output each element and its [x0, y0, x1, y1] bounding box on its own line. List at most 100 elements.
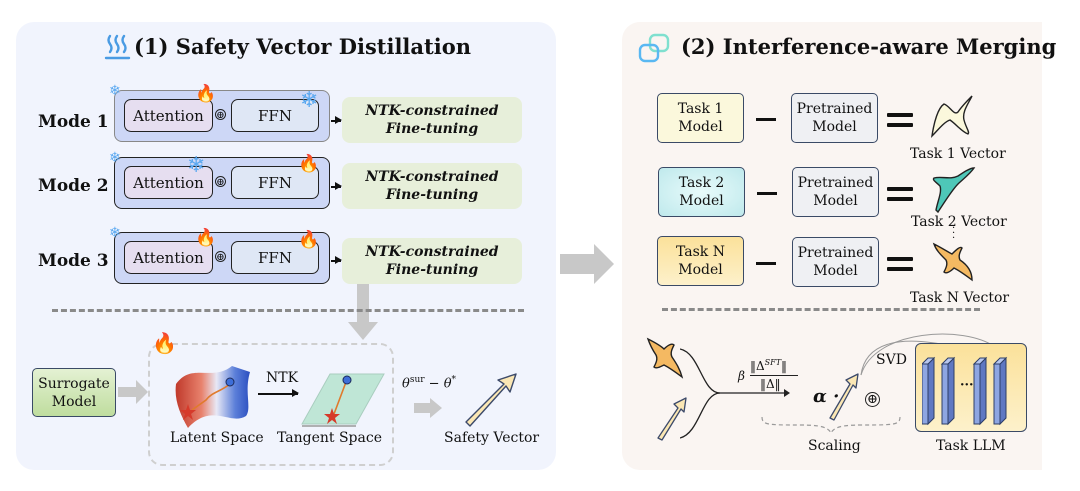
- heat-waves-icon: [104, 33, 132, 65]
- right-arrow: [414, 398, 442, 418]
- latent-space-surface: [175, 366, 250, 428]
- tangent-space-plane: [301, 373, 385, 427]
- task-2-model-box: Task 2 Model: [658, 167, 745, 217]
- add-operator: ⊕: [865, 392, 880, 407]
- fire-icon: 🔥: [298, 230, 320, 250]
- pretrained-line2: Model: [813, 193, 858, 209]
- linked-squares-icon: [638, 33, 670, 67]
- layer: [922, 356, 936, 426]
- task-n-vector-label: Task N Vector: [910, 290, 1010, 306]
- minus-operator: [756, 262, 776, 265]
- ntk-line1: NTK-constrained: [365, 244, 499, 260]
- ffn-box: FFN: [231, 241, 319, 274]
- scaled-safety-vector: [829, 373, 859, 421]
- snowflake-icon: ❄: [109, 150, 121, 166]
- task-n-vector-shape: [932, 242, 973, 282]
- surrogate-line1: Surrogate: [38, 375, 110, 392]
- fire-icon: 🔥: [195, 84, 217, 104]
- ntk-finetuning-box: NTK-constrained Fine-tuning: [342, 238, 522, 284]
- layers-ellipsis: ···: [960, 378, 974, 393]
- formula-sup1: sur: [409, 375, 425, 385]
- tangent-approximation-group: [148, 343, 394, 466]
- safety-formula: θsur − θ*: [402, 375, 456, 391]
- panel2-title: (2) Interference-aware Merging: [681, 34, 1057, 59]
- llm-layers: [922, 356, 1008, 426]
- pretrained-model-box: Pretrained Model: [792, 167, 879, 217]
- task-line1: Task 1: [677, 101, 724, 117]
- section-divider: [52, 309, 524, 312]
- ntk-finetuning-box: NTK-constrained Fine-tuning: [342, 163, 522, 209]
- add-operator: ⊕: [215, 109, 226, 121]
- equals-operator: [887, 257, 913, 271]
- mode-3-block: Attention ⊕ FFN: [114, 232, 330, 284]
- surrogate-model-box: Surrogate Model: [32, 368, 116, 417]
- pretrained-model-box: Pretrained Model: [792, 237, 879, 287]
- right-arrow: [118, 380, 148, 404]
- ntk-line1: NTK-constrained: [365, 103, 499, 119]
- task-line1: Task N: [676, 244, 725, 260]
- snowflake-icon: ❄: [109, 83, 121, 99]
- task-2-vector-label: Task 2 Vector: [911, 214, 1007, 230]
- arrow: [331, 117, 342, 123]
- pretrained-line2: Model: [813, 263, 858, 279]
- snowflake-icon: ❄: [300, 88, 319, 113]
- arrow: [331, 183, 342, 189]
- scaling-label: Scaling: [808, 438, 861, 454]
- scale-num-end: ‖: [781, 359, 788, 373]
- surrogate-line2: Model: [51, 393, 97, 410]
- mode-1-block: Attention ⊕ FFN: [114, 90, 330, 142]
- add-operator: ⊕: [215, 176, 226, 188]
- safety-vector-arrow: [465, 373, 517, 427]
- ntk-label: NTK: [266, 370, 299, 386]
- mode-2-label: Mode 2: [38, 176, 109, 196]
- ffn-box: FFN: [231, 99, 319, 132]
- ffn-box: FFN: [231, 166, 319, 199]
- svd-label: SVD: [876, 352, 907, 368]
- panel1-title: (1) Safety Vector Distillation: [134, 34, 471, 59]
- task-line2: Model: [678, 119, 723, 135]
- fire-icon: 🔥: [298, 154, 320, 174]
- task-1-vector-label: Task 1 Vector: [910, 146, 1006, 162]
- scaling-brace: [761, 416, 901, 435]
- mode-2-block: Attention ⊕ FFN: [114, 157, 330, 209]
- mode-3-label: Mode 3: [38, 251, 109, 271]
- ntk-finetuning-box: NTK-constrained Fine-tuning: [342, 97, 522, 143]
- scale-numerator: ‖ΔSFT‖: [750, 358, 787, 373]
- pretrained-line2: Model: [812, 119, 857, 135]
- fire-icon: 🔥: [152, 331, 177, 355]
- task-2-vector-shape: [932, 167, 976, 214]
- add-operator: ⊕: [215, 251, 226, 263]
- scale-num-base: ‖Δ: [750, 359, 765, 373]
- snowflake-icon: ❄: [109, 225, 121, 241]
- scale-denominator: ‖Δ‖: [760, 377, 781, 391]
- down-arrow: [348, 284, 378, 340]
- section-divider: [662, 308, 980, 311]
- equals-operator: [887, 113, 913, 127]
- ntk-line1: NTK-constrained: [365, 169, 499, 185]
- ntk-line2: Fine-tuning: [385, 262, 479, 278]
- latent-space-label: Latent Space: [170, 430, 264, 446]
- task-line1: Task 2: [678, 175, 725, 191]
- pretrained-line1: Pretrained: [797, 175, 874, 191]
- ellipsis-vertical: ···: [952, 223, 956, 244]
- panel-transition-arrow: [560, 244, 614, 284]
- formula-mid: − θ: [424, 376, 452, 392]
- task-1-vector-shape: [931, 95, 973, 138]
- task-line2: Model: [679, 193, 724, 209]
- attention-box: Attention: [124, 99, 213, 132]
- fire-icon: 🔥: [195, 228, 217, 248]
- fraction-bar: [750, 375, 798, 376]
- pretrained-line1: Pretrained: [797, 245, 874, 261]
- pretrained-model-box: Pretrained Model: [791, 93, 878, 143]
- mode-1-label: Mode 1: [38, 112, 109, 132]
- task-1-model-box: Task 1 Model: [657, 93, 744, 143]
- formula-base1: θ: [402, 376, 410, 392]
- minus-operator: [757, 192, 777, 195]
- merge-curves: [680, 348, 790, 439]
- attention-box: Attention: [124, 166, 213, 199]
- snowflake-icon: ❄: [187, 153, 206, 178]
- safety-vector-arrow: [657, 397, 687, 441]
- task-n-model-box: Task N Model: [657, 236, 744, 286]
- task-vector-star: [646, 337, 684, 379]
- ntk-arrow: [258, 390, 299, 396]
